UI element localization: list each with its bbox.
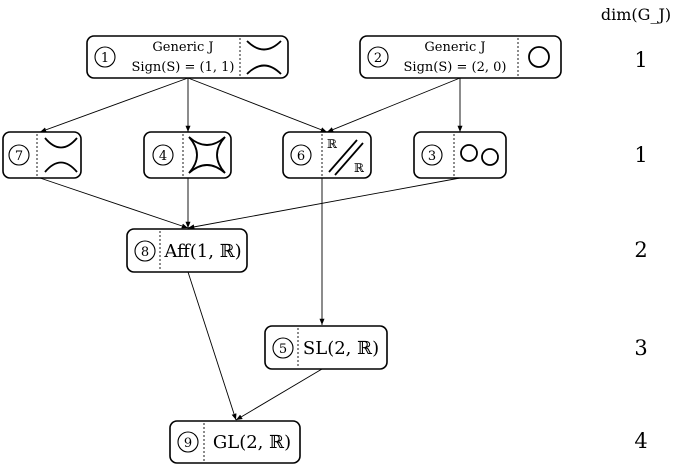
edges [39,77,463,421]
diagonal-lines-icon [328,139,364,176]
node-label-line2: Sign(S) = (2, 0) [404,60,507,75]
dim-value-row1: 1 [634,48,647,72]
group-label: GL(2, ℝ) [213,432,291,453]
edge-5-9 [235,368,323,421]
dim-value-row3: 2 [634,238,647,262]
edge-7-8 [39,177,189,229]
node-number: 3 [428,149,436,164]
node-1: 1 Generic J Sign(S) = (1, 1) [86,35,289,79]
node-number: 8 [141,245,149,260]
node-number: 5 [279,342,287,357]
hyperbola-icon [44,137,78,173]
dimension-column: 1 1 2 3 4 [634,48,647,453]
circle-icon [528,46,550,68]
node-label-line1: Generic J [424,40,485,55]
node-number: 9 [184,436,192,451]
group-label: SL(2, ℝ) [303,338,379,359]
real-numbers-top: ℝ [327,137,338,151]
node-9: 9 GL(2, ℝ) [169,420,301,464]
node-number: 4 [159,149,167,164]
dim-header: dim(G_J) [601,5,671,24]
node-8: 8 Aff(1, ℝ) [126,228,248,273]
node-7: 7 [2,131,82,179]
edge-3-8 [187,177,461,230]
edge-1-6 [187,77,328,133]
two-circles-icon [460,144,499,166]
dim-value-row2: 1 [634,143,647,167]
node-label-line1: Generic J [152,40,213,55]
dim-value-row5: 4 [634,429,647,453]
group-label: Aff(1, ℝ) [163,241,241,262]
node-label-line2: Sign(S) = (1, 1) [132,60,235,75]
hyperbola-icon [246,40,282,75]
edge-1-7 [39,77,189,133]
astroid-icon [188,136,226,174]
node-2: 2 Generic J Sign(S) = (2, 0) [359,35,562,79]
node-6: 6 ℝ ℝ [282,131,372,179]
node-number: 6 [297,149,305,164]
node-5: 5 SL(2, ℝ) [264,325,388,370]
real-numbers-bottom: ℝ [354,161,365,175]
edge-2-6 [326,77,461,133]
node-3: 3 [413,131,507,179]
node-number: 2 [374,51,382,66]
node-number: 7 [15,149,23,164]
dim-value-row4: 3 [634,336,647,360]
node-number: 1 [101,51,109,66]
edge-8-9 [187,271,237,421]
node-4: 4 [143,131,232,179]
